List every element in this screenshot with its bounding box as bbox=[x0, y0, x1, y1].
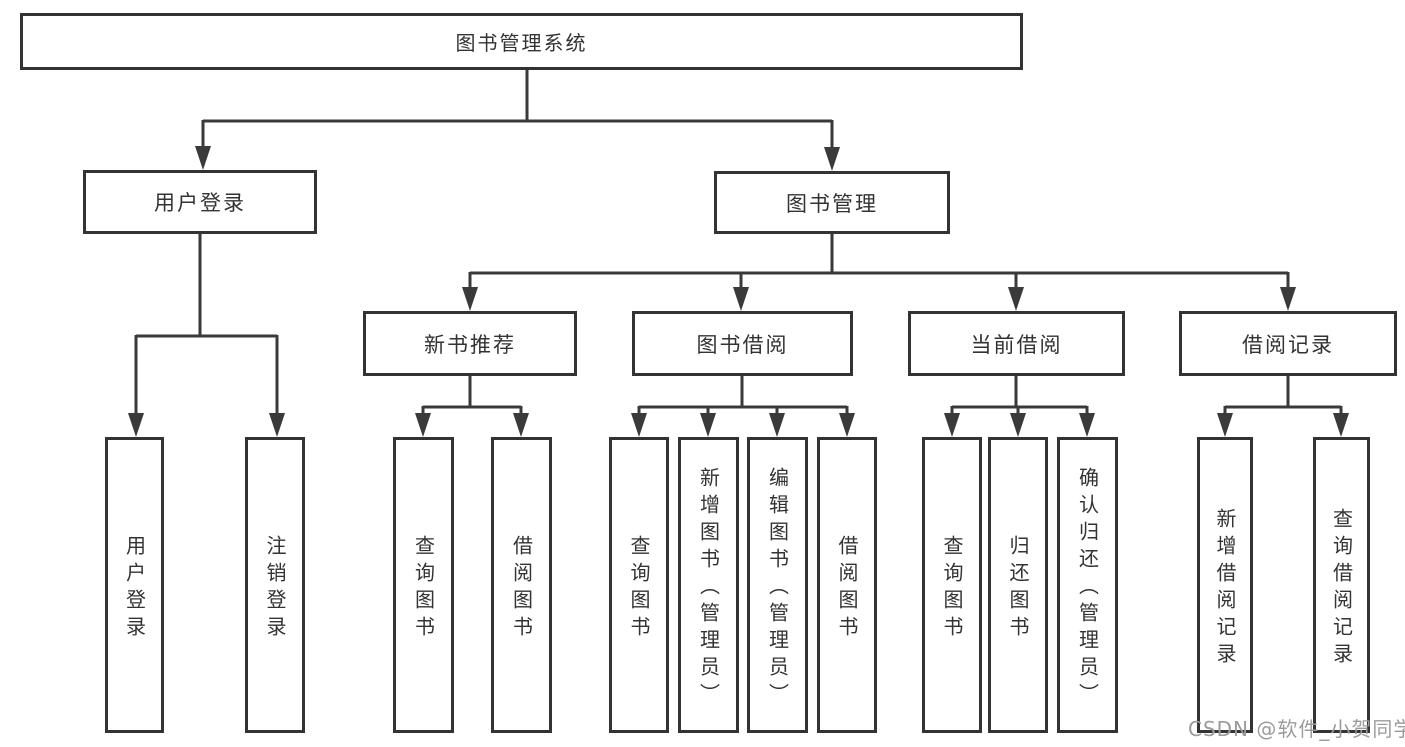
node-label: 借阅图书 bbox=[835, 534, 859, 643]
node-label: 图书借阅 bbox=[696, 332, 789, 357]
watermark: CSDN @软件_小贺同学 bbox=[1188, 717, 1405, 741]
leaf-borrow-books-recommend: 借阅图书 bbox=[491, 437, 552, 733]
node-label: 查询图书 bbox=[411, 534, 436, 643]
node-new-book-recommend: 新书推荐 bbox=[363, 311, 577, 376]
leaf-user-login: 用户登录 bbox=[105, 437, 164, 733]
leaf-query-borrow-record: 查询借阅记录 bbox=[1313, 437, 1370, 733]
node-label: 确认归还（管理员） bbox=[1075, 467, 1100, 710]
leaf-confirm-return-admin: 确认归还（管理员） bbox=[1057, 437, 1118, 733]
leaf-logout: 注销登录 bbox=[245, 437, 305, 733]
arrowheads bbox=[128, 146, 1349, 437]
node-label: 新书推荐 bbox=[424, 332, 516, 357]
node-book-management: 图书管理 bbox=[714, 171, 950, 234]
connector-current-borrow-split bbox=[950, 376, 1089, 416]
node-label: 借阅记录 bbox=[1242, 332, 1334, 357]
node-label: 新增图书（管理员） bbox=[696, 467, 721, 710]
node-label: 用户登录 bbox=[122, 534, 147, 643]
connector-book-borrow-split bbox=[637, 376, 849, 416]
leaf-query-books-borrowing: 查询图书 bbox=[609, 437, 669, 733]
node-user-login: 用户登录 bbox=[83, 170, 317, 234]
leaf-return-books: 归还图书 bbox=[988, 437, 1048, 733]
node-label: 归还图书 bbox=[1006, 534, 1030, 643]
node-label: 注销登录 bbox=[263, 534, 287, 643]
node-current-borrowing: 当前借阅 bbox=[908, 311, 1125, 376]
leaf-query-books-current: 查询图书 bbox=[922, 437, 982, 733]
node-label: 查询图书 bbox=[940, 534, 964, 643]
connector-user-login-split bbox=[134, 234, 279, 416]
node-label: 查询借阅记录 bbox=[1329, 507, 1354, 670]
leaf-edit-books-admin: 编辑图书（管理员） bbox=[747, 437, 808, 733]
connector-root-split bbox=[201, 70, 834, 151]
node-label: 查询图书 bbox=[627, 534, 651, 643]
node-label: 用户登录 bbox=[154, 191, 246, 215]
leaf-borrow-books-borrowing: 借阅图书 bbox=[817, 437, 877, 733]
node-label: 图书管理系统 bbox=[455, 31, 588, 55]
connector-book-mgmt-split bbox=[468, 234, 1290, 290]
connector-borrow-records-split bbox=[1223, 376, 1343, 416]
node-label: 当前借阅 bbox=[970, 332, 1063, 357]
node-label: 借阅图书 bbox=[509, 534, 534, 643]
node-label: 新增借阅记录 bbox=[1213, 507, 1237, 670]
node-label: 图书管理 bbox=[786, 191, 878, 216]
connector-new-book-rec-split bbox=[421, 376, 523, 416]
node-library-management-system: 图书管理系统 bbox=[20, 13, 1023, 70]
node-borrowing-records: 借阅记录 bbox=[1179, 311, 1397, 376]
leaf-query-books-recommend: 查询图书 bbox=[393, 437, 454, 733]
leaf-add-books-admin: 新增图书（管理员） bbox=[678, 437, 739, 733]
node-book-borrowing: 图书借阅 bbox=[632, 311, 853, 376]
node-label: 编辑图书（管理员） bbox=[765, 467, 790, 710]
leaf-add-borrow-record: 新增借阅记录 bbox=[1197, 437, 1253, 733]
